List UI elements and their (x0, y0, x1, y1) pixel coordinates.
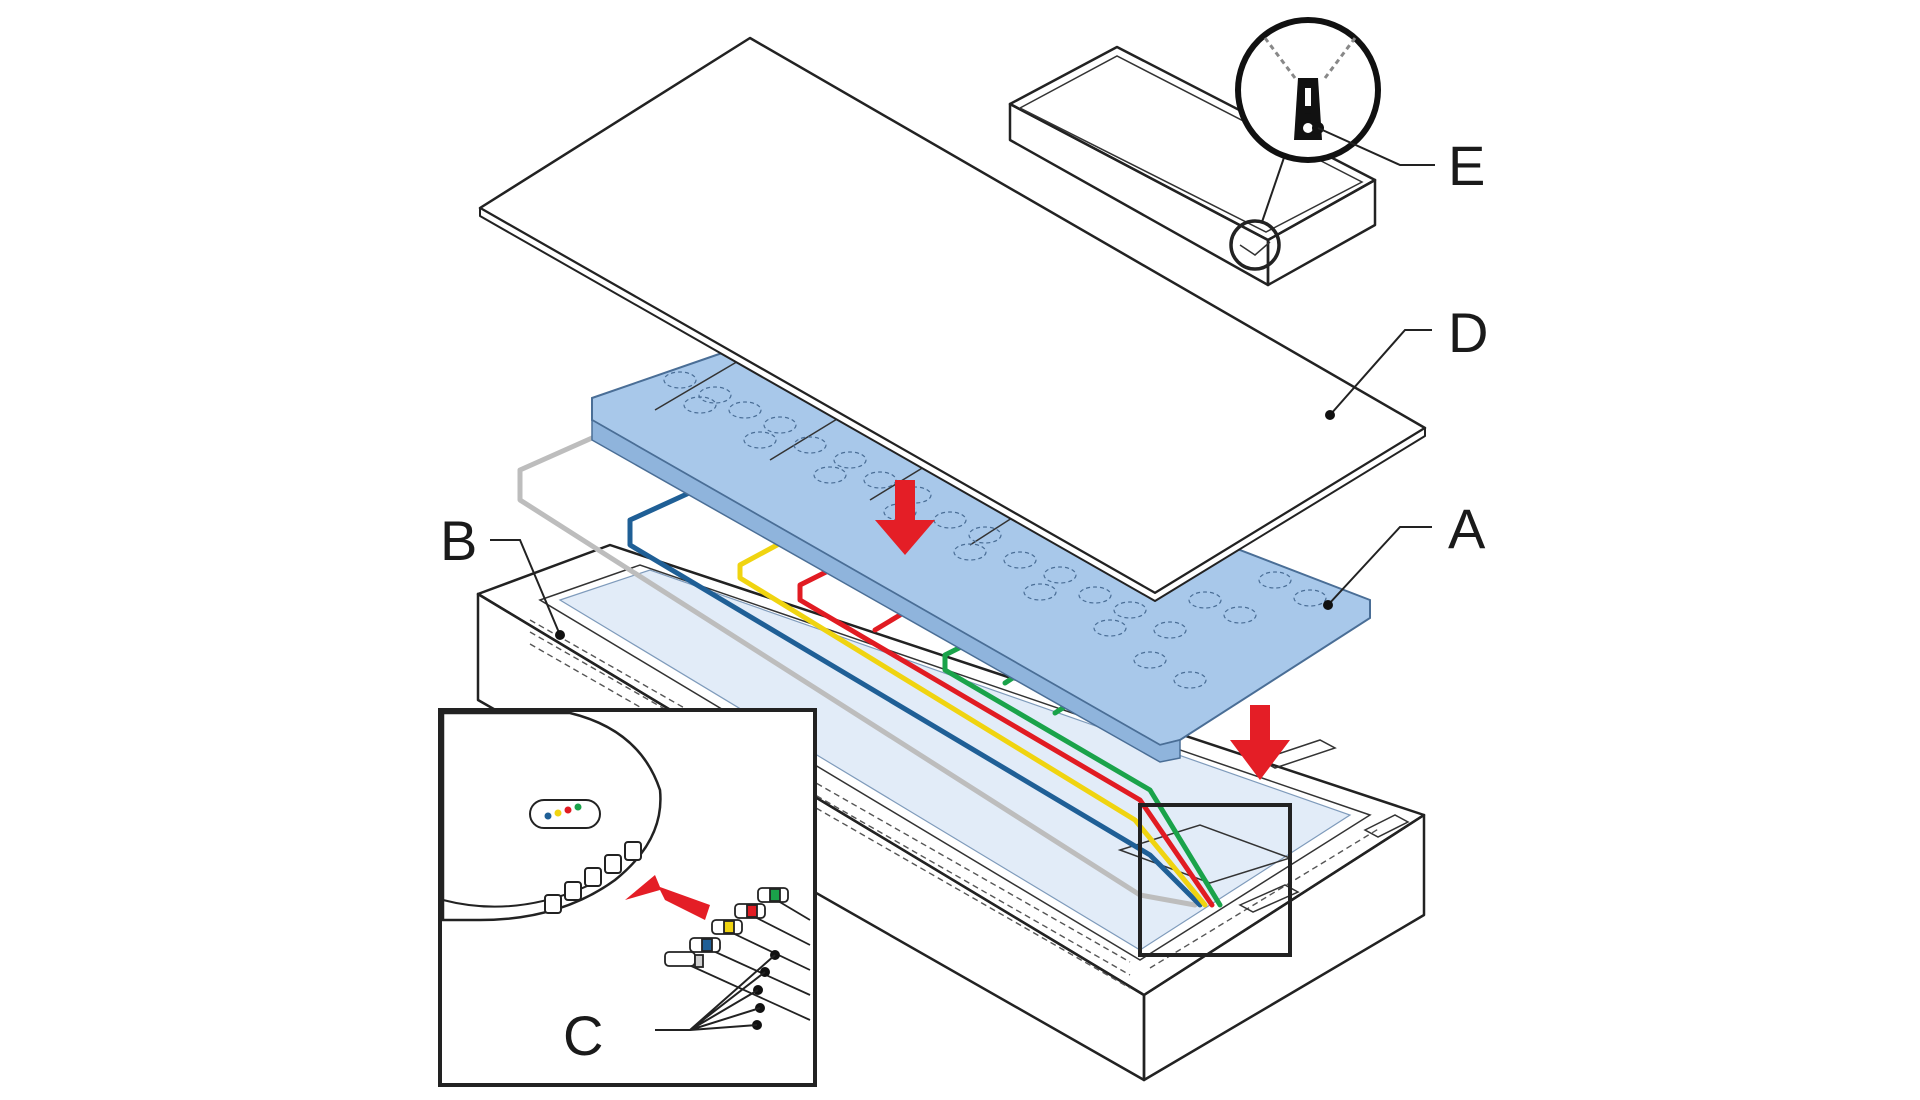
blue-tube (627, 485, 1203, 908)
insert-arrow-icon (625, 875, 710, 920)
base-box (476, 543, 1426, 1082)
red-tube-branch (872, 612, 903, 633)
green-tube (942, 637, 1223, 908)
tray-well (538, 564, 1372, 961)
callout-leaders (490, 127, 1435, 640)
label-b: B (440, 509, 477, 572)
cushion (1008, 45, 1377, 287)
zipper-icon (1235, 17, 1381, 163)
zipper-spot-circle (1229, 219, 1281, 271)
label-a: A (1448, 497, 1486, 560)
detail-frame (1138, 803, 1292, 957)
connector-inset (438, 708, 817, 1087)
tubes (517, 427, 1223, 908)
label-e: E (1448, 134, 1485, 197)
down-arrow-icon (875, 480, 935, 555)
label-c: C (563, 1004, 603, 1067)
red-tube (797, 562, 1215, 908)
top-panel (478, 36, 1427, 602)
down-arrow-icon (1230, 705, 1290, 780)
gray-tube (517, 427, 1198, 908)
yellow-tube (737, 535, 1208, 908)
label-d: D (1448, 301, 1488, 364)
